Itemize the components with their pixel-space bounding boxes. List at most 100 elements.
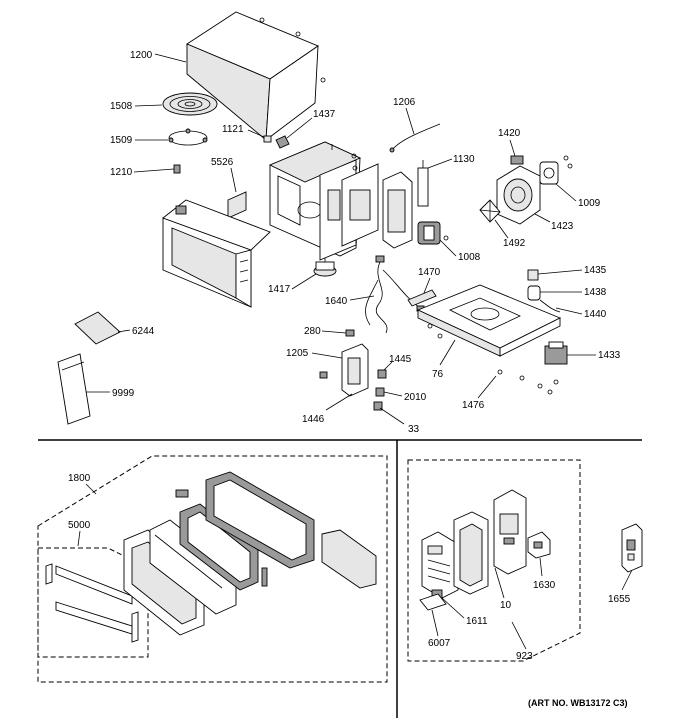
- keypad-membrane: [421, 531, 459, 599]
- leader-1630: [539, 557, 543, 577]
- label-1655: 1655: [608, 594, 631, 605]
- turntable-tray-1508: [162, 92, 218, 116]
- leader-76: [439, 339, 456, 366]
- leader-6007: [431, 609, 439, 637]
- diode-1440: [539, 299, 561, 313]
- label-6244: 6244: [132, 326, 155, 337]
- door-choke-frame: [179, 503, 259, 591]
- waveguide-plate: [382, 171, 413, 249]
- part-1121: [263, 135, 272, 143]
- label-1509: 1509: [110, 135, 133, 146]
- side-bracket-plate: [341, 163, 379, 247]
- control-panel-boundary-923: [407, 459, 581, 662]
- manual-9999: [57, 353, 91, 425]
- label-1205: 1205: [286, 348, 309, 359]
- manual-9999-fold: [61, 361, 85, 371]
- wire-1206-terminal: [389, 147, 395, 153]
- label-5000: 5000: [68, 520, 91, 531]
- leader-1437: [286, 117, 313, 139]
- label-33: 33: [408, 424, 420, 435]
- part-1420: [510, 155, 524, 165]
- label-1640: 1640: [325, 296, 348, 307]
- label-1423: 1423: [551, 221, 574, 232]
- leader-1476: [477, 375, 497, 399]
- label-1437: 1437: [313, 109, 336, 120]
- label-1476: 1476: [462, 400, 485, 411]
- door-frame: [123, 529, 205, 636]
- label-10: 10: [500, 600, 512, 611]
- wire-harness-1640: [365, 255, 425, 334]
- part-280: [345, 329, 355, 337]
- leader-1420: [509, 139, 516, 157]
- control-board-1655: [621, 523, 643, 573]
- front-frame-assembly: [162, 199, 271, 308]
- label-1630: 1630: [533, 580, 556, 591]
- label-1433: 1433: [598, 350, 621, 361]
- label-1130: 1130: [453, 154, 475, 165]
- outer-case-1200: [186, 11, 326, 141]
- leader-1200: [154, 53, 187, 63]
- part-1437: [275, 135, 290, 149]
- label-1417: 1417: [268, 284, 291, 295]
- switch-1445: [377, 369, 387, 379]
- control-frame: [453, 511, 489, 595]
- door-liner: [205, 471, 315, 569]
- leader-1130: [427, 158, 453, 169]
- leader-1470: [423, 277, 431, 294]
- latch-board-1205: [341, 343, 369, 397]
- label-1121: 1121: [222, 124, 244, 135]
- label-1420: 1420: [498, 128, 521, 139]
- bracket-1630: [527, 531, 551, 559]
- label-9999: 9999: [112, 388, 135, 399]
- leader-1800: [85, 483, 97, 495]
- leader-1445: [383, 361, 393, 371]
- turntable-motor-1417: [313, 258, 337, 277]
- leader-1206: [405, 107, 415, 135]
- label-923: 923: [516, 651, 533, 662]
- leader-1210: [133, 168, 175, 173]
- label-1470: 1470: [418, 267, 441, 278]
- door-latch-part: [175, 489, 189, 498]
- roller-ring-1509: [168, 128, 208, 146]
- label-1800: 1800: [68, 473, 91, 484]
- label-1009: 1009: [578, 198, 601, 209]
- label-2010: 2010: [404, 392, 427, 403]
- leader-1435: [537, 269, 583, 275]
- label-1200: 1200: [130, 50, 153, 61]
- art-number: (ART NO. WB13172 C3): [528, 698, 628, 708]
- leader-5526: [230, 167, 237, 193]
- base-screws: [497, 369, 559, 395]
- transformer-1433: [544, 341, 568, 365]
- leader-1508: [134, 104, 163, 107]
- leader-33: [379, 407, 405, 425]
- label-1438: 1438: [584, 287, 607, 298]
- leader-1611: [441, 597, 465, 619]
- leader-1009: [555, 183, 577, 202]
- label-1008: 1008: [458, 252, 481, 263]
- plate-1470: [407, 289, 437, 307]
- bag-6244: [74, 311, 121, 345]
- part-1435: [527, 269, 539, 281]
- label-5526: 5526: [211, 157, 234, 168]
- door-screen: [149, 519, 237, 615]
- label-1440: 1440: [584, 309, 607, 320]
- door-film-panel: [321, 529, 377, 589]
- label-1435: 1435: [584, 265, 607, 276]
- leader-1492: [494, 219, 509, 239]
- bracket-1130: [417, 160, 429, 207]
- switch-2010: [375, 387, 385, 397]
- label-1611: 1611: [466, 616, 488, 627]
- base-plate-76: [416, 284, 562, 357]
- leader-1655: [621, 569, 633, 591]
- control-housing-10: [493, 489, 527, 575]
- door-hinge-part: [261, 567, 268, 587]
- leader-280: [321, 330, 347, 334]
- fan-blade-1492: [479, 199, 501, 223]
- leader-1446: [325, 393, 353, 411]
- fan-housing-1423: [496, 165, 541, 225]
- door-panel-boundary-5000: [37, 547, 149, 658]
- label-1445: 1445: [389, 354, 412, 365]
- label-1210: 1210: [110, 167, 133, 178]
